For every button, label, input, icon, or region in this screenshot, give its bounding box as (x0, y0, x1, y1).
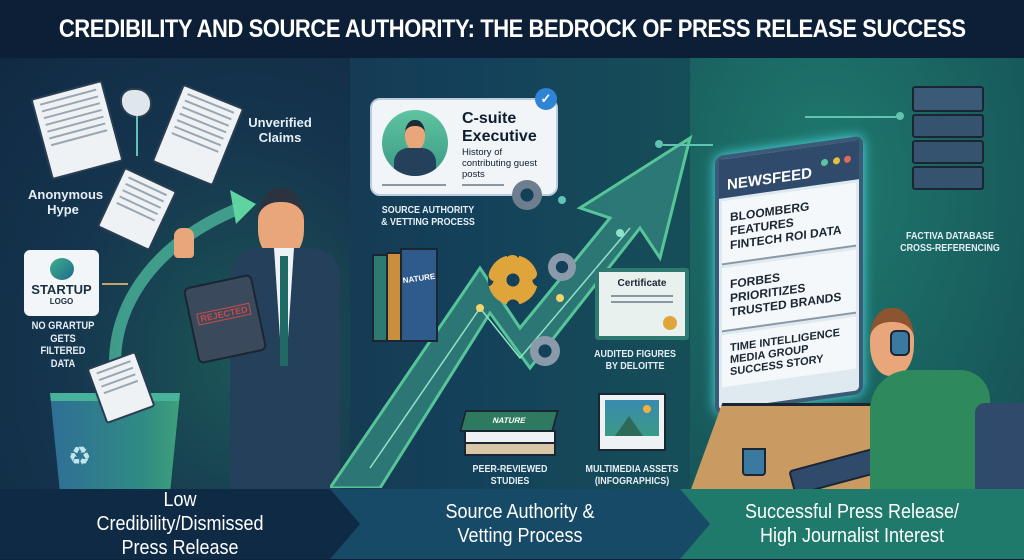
page-title: CREDIBILITY AND SOURCE AUTHORITY: THE BE… (58, 14, 966, 43)
startup-logo-text: STARTUP (31, 282, 92, 297)
profile-title-line1: C-suite (462, 110, 517, 127)
journal-title: NATURE (491, 416, 527, 425)
gear-icon (548, 253, 576, 281)
startup-logo-card: STARTUP LOGO (24, 250, 99, 316)
startup-logo-icon (49, 258, 74, 280)
recycle-symbol-icon: ♻ (68, 441, 92, 471)
profile-description: History of contributing guest posts (462, 147, 537, 180)
stage-low-credibility: Low Credibility/Dismissed Press Release (0, 489, 360, 559)
window-dot-icon (844, 155, 851, 164)
stage-label: Source Authority & Vetting Process (445, 501, 595, 547)
stage-source-authority: Source Authority & Vetting Process (330, 489, 710, 559)
rising-arrow-icon (330, 134, 693, 488)
raised-hand (174, 228, 194, 258)
connector-line (805, 116, 897, 118)
startup-logo-subtext: LOGO (49, 297, 74, 306)
process-banner: Low Credibility/Dismissed Press Release … (0, 489, 1024, 559)
window-dot-icon (821, 158, 829, 167)
gear-icon (512, 180, 542, 210)
head (258, 188, 304, 258)
connector-dot (896, 112, 904, 120)
connector-line (102, 283, 128, 285)
label-peer-reviewed: PEER-REVIEWED STUDIES (472, 463, 548, 488)
verified-badge-icon: ✓ (535, 88, 557, 110)
label-unverified-claims: Unverified Claims (248, 115, 312, 145)
pen-cup-icon (742, 448, 766, 476)
connector-dot (558, 196, 566, 204)
suit (230, 248, 340, 489)
gear-icon (488, 255, 538, 305)
office-chair (975, 403, 1024, 489)
window-dot-icon (832, 156, 840, 165)
infographic-stage: Unverified Claims Anonymous Hype STARTUP… (0, 58, 1024, 489)
rejected-stamp: REJECTED (196, 302, 252, 326)
image-assets-icon (598, 393, 666, 451)
gear-icon (530, 336, 560, 366)
stage-label: Successful Press Release/ High Journalis… (744, 501, 960, 547)
certificate-title: Certificate (617, 278, 667, 289)
seal-icon (663, 316, 677, 330)
headphones-icon (890, 330, 910, 356)
label-factiva-database: FACTIVA DATABASE CROSS-REFERENCING (900, 230, 1000, 255)
label-filtered-data: NO GRARTUP GETS FILTERED DATA (31, 320, 95, 370)
executive-avatar (382, 110, 448, 176)
books-icon: NATURE (372, 248, 438, 342)
certificate-icon: Certificate (595, 268, 689, 340)
stage-success: Successful Press Release/ High Journalis… (680, 489, 1024, 559)
journal-stack-icon: NATURE (459, 410, 559, 456)
connector-line (136, 116, 138, 156)
stage-label: Low Credibility/Dismissed Press Release (96, 489, 264, 559)
connector-line (663, 144, 713, 146)
connector-dot (655, 140, 663, 148)
sweater (870, 370, 990, 489)
profile-title-line2: Executive (462, 128, 537, 145)
book-title: NATURE (402, 271, 436, 286)
label-anonymous-hype: Anonymous Hype (28, 187, 104, 217)
crumpled-paper-icon (120, 88, 152, 118)
label-multimedia-assets: MULTIMEDIA ASSETS (INFOGRAPHICS) (585, 463, 679, 488)
title-bar: CREDIBILITY AND SOURCE AUTHORITY: THE BE… (0, 0, 1024, 58)
database-server-icon (912, 86, 984, 190)
newsfeed-monitor: NEWSFEED BLOOMBERG FEATURES FINTECH ROI … (715, 135, 863, 415)
label-audited-figures: AUDITED FIGURES BY DELOITTE (594, 348, 676, 373)
businessman-figure: REJECTED (174, 188, 350, 489)
journalist-figure (850, 308, 1000, 489)
label-source-authority: SOURCE AUTHORITY & VETTING PROCESS (381, 204, 475, 229)
profile-card: C-suite Executive History of contributin… (370, 98, 558, 196)
